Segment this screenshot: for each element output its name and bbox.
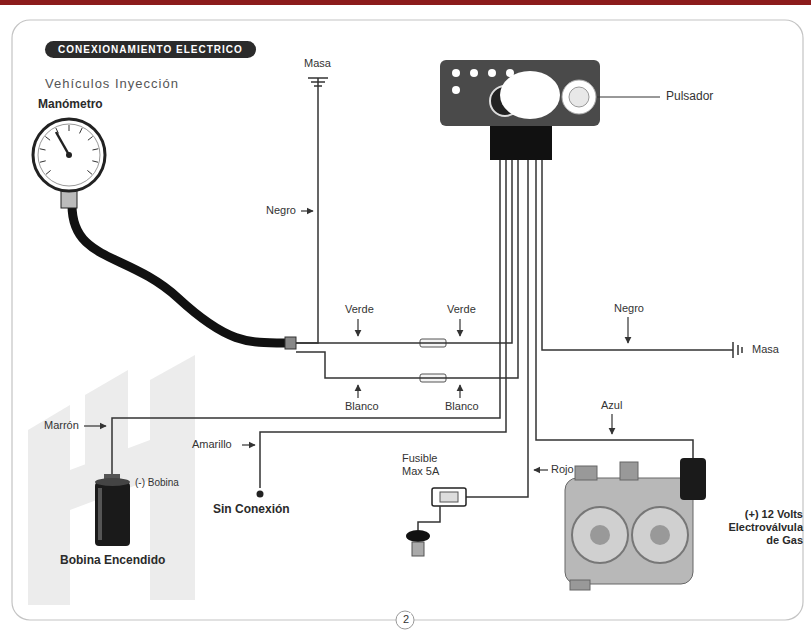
switch-unit (440, 60, 660, 160)
ground-symbol (724, 342, 742, 358)
ignition-coil: (-) BobinaBobina Encendido (60, 465, 210, 575)
gas-valve (565, 450, 706, 590)
ground-symbol (308, 78, 328, 100)
wire-color-label: Amarillo (192, 438, 232, 451)
wire-color-label: Marrón (44, 419, 79, 432)
wire-color-label: Negro (266, 204, 296, 217)
page-number: 2 (401, 613, 411, 626)
wire-color-label: Azul (601, 399, 622, 412)
switch-unit: Pulsador (440, 60, 720, 160)
component-label: Bobina Encendido (60, 553, 165, 567)
wire-color-label: Negro (614, 302, 644, 315)
terminal-dot (257, 491, 264, 498)
wire (536, 160, 693, 450)
component-label: Fusible Max 5A (402, 452, 454, 478)
subtitle: Vehículos Inyección (45, 76, 179, 92)
fuse: Fusible Max 5A (400, 452, 480, 514)
wire (296, 100, 318, 343)
frame (12, 20, 803, 620)
watermark-shape (28, 355, 195, 605)
title-pill: CONEXIONAMIENTO ELECTRICO (45, 41, 256, 58)
fuse (406, 488, 480, 556)
component-label: (+) 12 Volts Electroválvula de Gas (713, 508, 803, 548)
page-number-circle (396, 611, 414, 629)
wire-color-label: Blanco (345, 400, 379, 413)
wire-connector (420, 339, 446, 382)
component-label: Sin Conexión (213, 502, 290, 516)
ground-symbol: Masa (298, 56, 342, 100)
terminal-dot: Sin Conexión (205, 488, 315, 524)
ground-symbol: Masa (724, 340, 806, 362)
component-label: Manómetro (38, 97, 103, 111)
component-label: Pulsador (666, 89, 713, 103)
ignition-coil (95, 465, 130, 546)
pressure-gauge (33, 119, 296, 349)
wire (260, 160, 506, 488)
component-label: Masa (304, 57, 331, 70)
component-label: Masa (752, 343, 779, 356)
wire-color-label: Verde (345, 303, 374, 316)
gas-valve: (+) 12 Volts Electroválvula de Gas (555, 450, 807, 595)
wire-color-label: Verde (447, 303, 476, 316)
label-pointer (84, 211, 628, 470)
pressure-gauge: Manómetro (30, 95, 296, 360)
wire-color-label: Rojo (551, 463, 574, 476)
wire (112, 160, 500, 465)
component-label: (-) Bobina (135, 477, 179, 489)
wire (296, 160, 512, 343)
wire (296, 160, 518, 378)
wire-color-label: Blanco (445, 400, 479, 413)
wire (542, 160, 724, 350)
top-bar (0, 0, 811, 5)
wire (480, 160, 528, 497)
